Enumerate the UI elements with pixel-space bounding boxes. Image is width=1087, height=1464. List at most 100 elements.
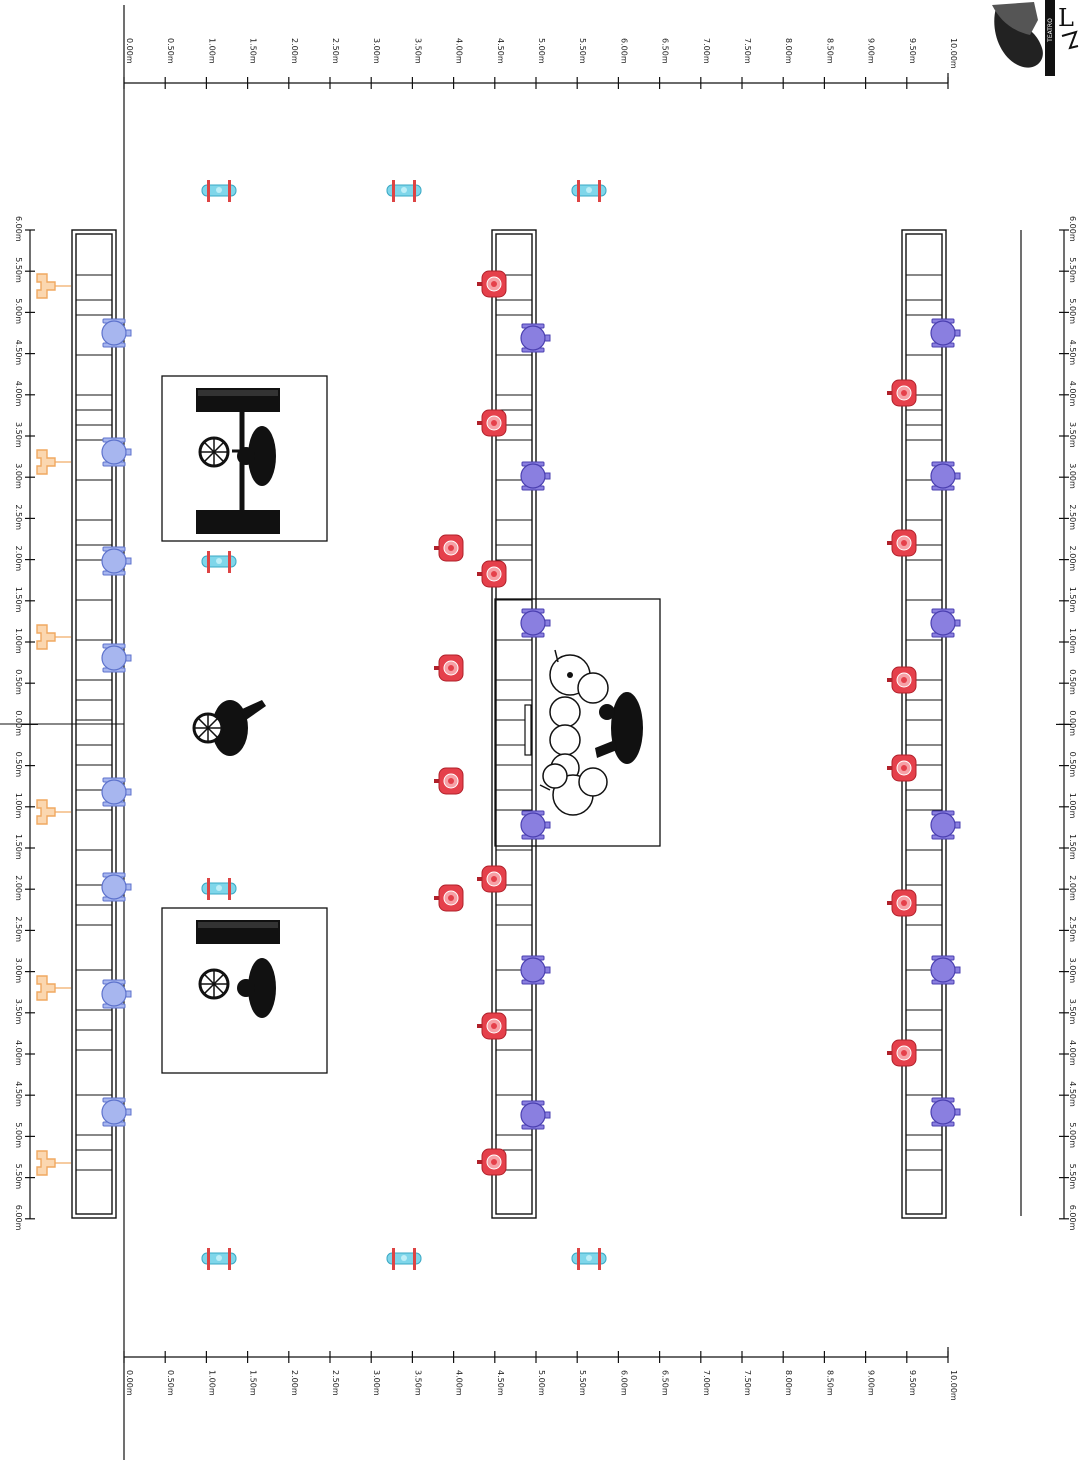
- head: [101, 320, 127, 346]
- tick-label: 5.00m: [14, 1122, 23, 1148]
- logo-hair: [992, 2, 1038, 35]
- purple-moving-head-icon: [520, 1100, 551, 1130]
- handle: [544, 966, 551, 974]
- tick-label: 3.00m: [1068, 463, 1077, 489]
- head: [520, 957, 546, 983]
- clamp: [887, 391, 892, 395]
- clamp: [477, 421, 482, 425]
- player-head: [237, 447, 255, 465]
- red-spot-icon: [477, 270, 507, 298]
- lamp: [586, 1255, 592, 1261]
- leg: [207, 1248, 210, 1270]
- body: [36, 624, 56, 650]
- tick-label: 3.00m: [1068, 958, 1077, 984]
- tick-label: 3.50m: [413, 38, 422, 64]
- lens-core: [491, 571, 497, 577]
- bass-drum-pedal: [524, 704, 532, 756]
- red-spot-icon: [477, 409, 507, 437]
- blue-moving-head-icon: [101, 777, 132, 807]
- drum-icon: [578, 767, 608, 797]
- purple-moving-head-icon: [930, 1097, 961, 1127]
- head: [520, 1102, 546, 1128]
- blue-moving-head-icon: [101, 872, 132, 902]
- clamp: [434, 546, 439, 550]
- clamp: [887, 541, 892, 545]
- handle: [954, 966, 961, 974]
- lens-core: [901, 900, 907, 906]
- tick-label: 4.00m: [14, 1040, 23, 1066]
- tick-label: 5.00m: [537, 38, 546, 64]
- truss-inner: [905, 233, 943, 1215]
- tick-label: 2.50m: [331, 38, 340, 64]
- spoke: [207, 718, 218, 729]
- truss-frame: [901, 229, 947, 1219]
- purple-moving-head-icon: [520, 461, 551, 491]
- tick-label: 4.50m: [14, 340, 23, 366]
- red-spot-icon: [887, 529, 917, 557]
- tick-label: 0.50m: [14, 752, 23, 778]
- spoke: [204, 442, 215, 453]
- spoke: [213, 974, 224, 985]
- handle: [544, 619, 551, 627]
- lens-core: [901, 765, 907, 771]
- tick-label: 6.00m: [1068, 1205, 1077, 1231]
- tick-label: 4.00m: [14, 381, 23, 407]
- tick-label: 0.50m: [14, 669, 23, 695]
- handle: [954, 329, 961, 337]
- keyboard-icon: [196, 510, 280, 534]
- riser-drums: [494, 598, 661, 847]
- tick-label: 1.50m: [14, 587, 23, 613]
- head: [520, 812, 546, 838]
- tick-label: 2.50m: [14, 916, 23, 942]
- tick-label: 7.00m: [702, 38, 711, 64]
- tick-label: 9.50m: [908, 38, 917, 64]
- tick-label: 4.00m: [455, 1370, 464, 1396]
- tick-label: 3.50m: [14, 999, 23, 1025]
- tick-label: 0.50m: [1068, 752, 1077, 778]
- tick-label: 0.50m: [1068, 669, 1077, 695]
- tick-label: 1.50m: [249, 1370, 258, 1396]
- tick-label: 0.00m: [14, 710, 23, 736]
- tick-label: 2.00m: [1068, 546, 1077, 572]
- tick-label: 5.50m: [1068, 257, 1077, 283]
- red-spot-icon: [434, 534, 464, 562]
- purple-moving-head-icon: [930, 810, 961, 840]
- right-ruler: 6.00m5.50m5.00m4.50m4.00m3.50m3.00m2.50m…: [1056, 216, 1077, 1231]
- tick-label: 0.50m: [166, 1370, 175, 1396]
- tick-label: 7.50m: [743, 1370, 752, 1396]
- tick-label: 3.00m: [372, 38, 381, 64]
- cyan-blinder-icon: [571, 1248, 607, 1270]
- clamp: [434, 779, 439, 783]
- handle: [125, 990, 132, 998]
- tick-label: 3.50m: [1068, 999, 1077, 1025]
- handle: [544, 821, 551, 829]
- head: [520, 325, 546, 351]
- tick-label: 1.00m: [1068, 793, 1077, 819]
- player-body: [248, 958, 276, 1018]
- lamp: [216, 1255, 222, 1261]
- spoke: [213, 442, 224, 453]
- tick-label: 6.00m: [1068, 216, 1077, 242]
- spoke: [198, 727, 209, 738]
- tick-label: 5.50m: [14, 257, 23, 283]
- body: [36, 975, 56, 1001]
- head: [930, 812, 956, 838]
- spoke: [207, 727, 218, 738]
- truss-back: [901, 229, 947, 1219]
- tick-label: 0.50m: [166, 38, 175, 64]
- red-spot-icon: [434, 654, 464, 682]
- purple-moving-head-icon: [930, 461, 961, 491]
- tick-label: 4.00m: [1068, 1040, 1077, 1066]
- truss-front: [71, 229, 117, 1219]
- tick-label: 3.00m: [14, 958, 23, 984]
- drum-kit-icon: [524, 649, 643, 816]
- tick-label: 3.00m: [372, 1370, 381, 1396]
- spoke: [213, 451, 224, 462]
- body: [36, 1150, 56, 1176]
- blue-moving-head-icon: [101, 643, 132, 673]
- keys: [198, 390, 278, 396]
- lens-core: [448, 665, 454, 671]
- tick-label: 9.00m: [867, 1370, 876, 1396]
- cymbal-center: [567, 672, 573, 678]
- lens-core: [448, 778, 454, 784]
